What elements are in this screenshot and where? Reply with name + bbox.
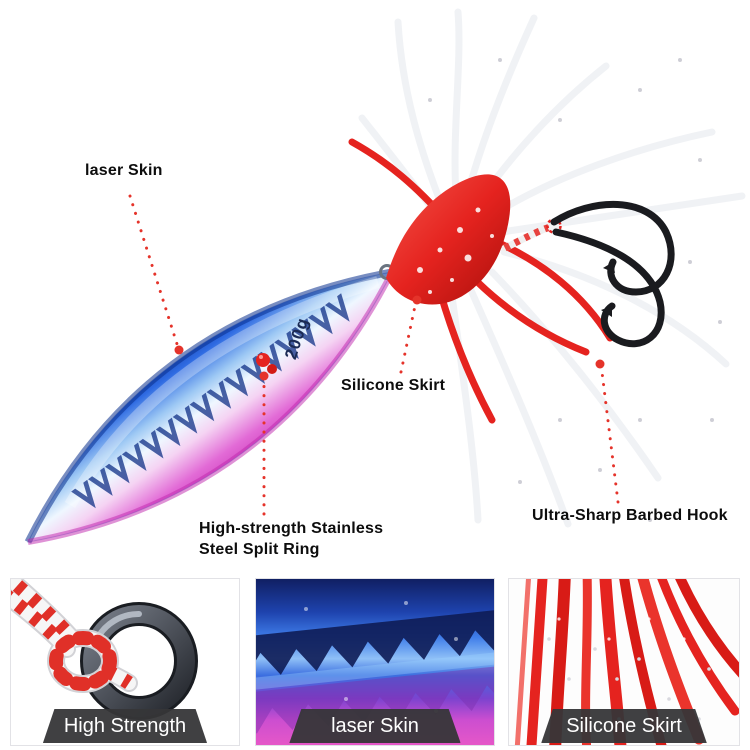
callout-dot-split-ring xyxy=(259,371,269,381)
label-silicone-skirt: Silicone Skirt xyxy=(341,377,446,394)
zigzag-teeth xyxy=(256,608,494,734)
squid-skirt-body xyxy=(386,174,511,305)
barbed-hooks xyxy=(550,201,675,348)
thumbnail-silicone-skirt: Silicone Skirt xyxy=(508,578,740,746)
callout-line-laser-skin xyxy=(128,194,179,346)
callout-dots xyxy=(174,295,605,381)
glitter-specks xyxy=(428,58,722,522)
thumbnail-high-strength: High Strength xyxy=(10,578,240,746)
thumbnail-caption-high-strength: High Strength xyxy=(42,709,208,743)
label-split-ring: High-strength Stainless Steel Split Ring xyxy=(199,519,383,561)
callout-line-barbed-hook xyxy=(600,370,620,504)
callout-dot-silicone-skirt xyxy=(412,295,422,305)
jig-body: 200g xyxy=(24,264,395,545)
hook-lower xyxy=(552,228,665,348)
callout-dot-laser-skin xyxy=(174,345,184,355)
label-barbed-hook: Ultra-Sharp Barbed Hook xyxy=(532,507,728,524)
thumbnail-laser-skin: laser Skin xyxy=(255,578,495,746)
label-split-ring-line2: Steel Split Ring xyxy=(199,540,320,558)
thumbnail-caption-silicone-skirt: Silicone Skirt xyxy=(541,709,707,743)
callout-lines xyxy=(128,194,620,516)
label-split-ring-line1: High-strength Stainless xyxy=(199,520,384,537)
label-laser-skin: laser Skin xyxy=(85,162,163,179)
callout-line-silicone-skirt xyxy=(399,304,417,374)
braided-cord xyxy=(11,579,138,693)
skirt-highlights xyxy=(557,617,686,641)
thumbnail-caption-laser-skin: laser Skin xyxy=(289,709,461,743)
callout-dot-barbed-hook xyxy=(595,359,605,369)
split-ring-knot xyxy=(256,353,277,374)
hook-upper xyxy=(550,201,675,296)
lure-photo: 200g xyxy=(24,8,746,545)
